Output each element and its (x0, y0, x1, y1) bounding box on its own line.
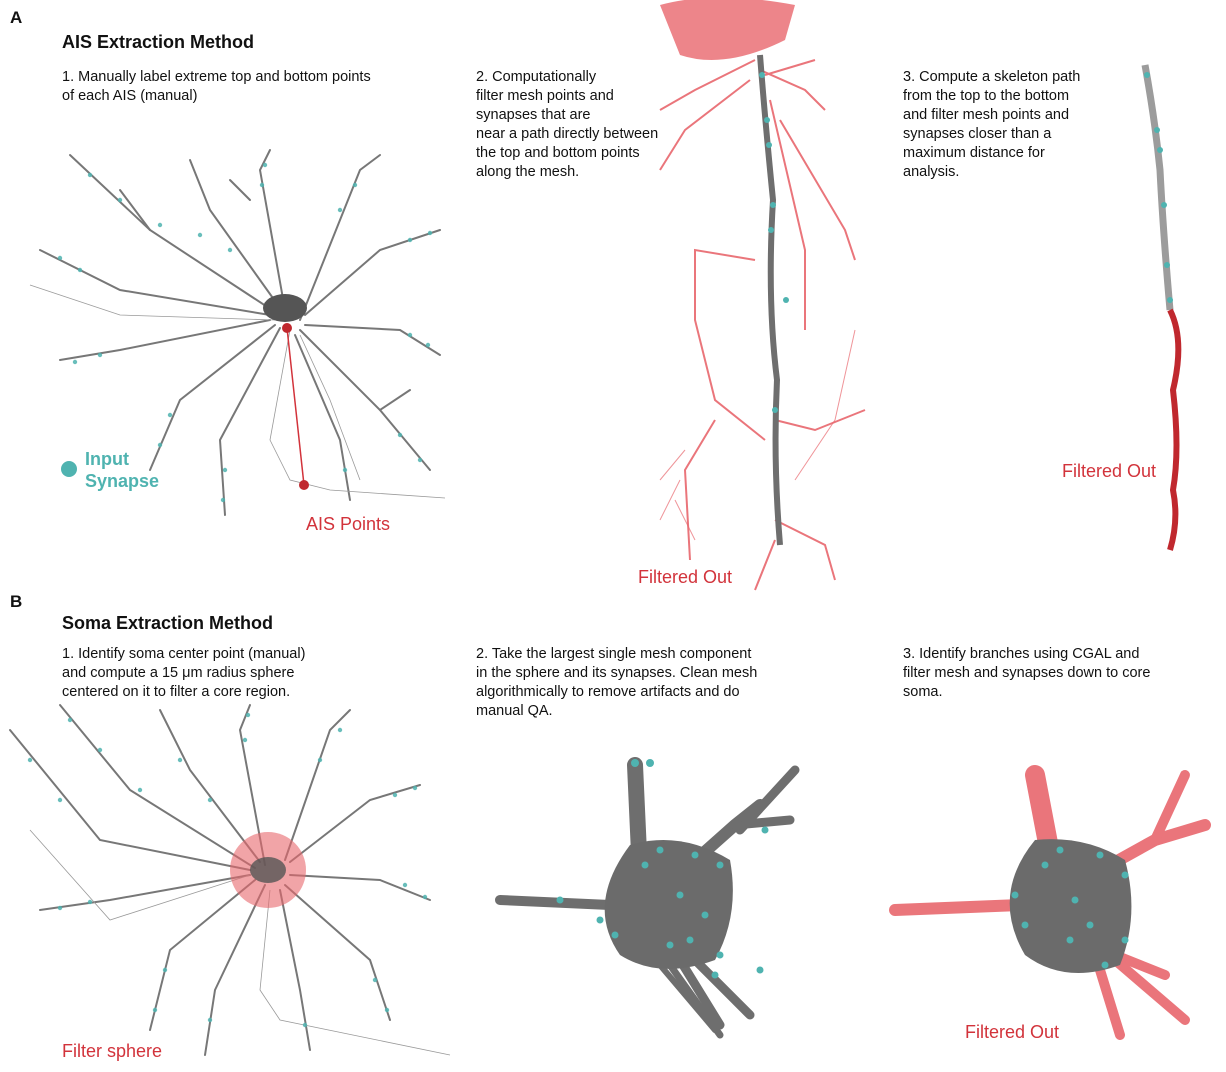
ais-method-title: AIS Extraction Method (62, 32, 254, 53)
input-synapse-legend-icon (60, 460, 78, 478)
panel-a-letter: A (10, 8, 22, 28)
filter-sphere-label: Filter sphere (62, 1041, 162, 1062)
ais-step-2-text: 2. Computationally filter mesh points an… (476, 68, 658, 182)
ais-points-label: AIS Points (306, 514, 390, 535)
ais-mesh-filter-image (655, 0, 870, 595)
ais-step3-filtered-out-label: Filtered Out (1062, 461, 1156, 482)
panel-b-letter: B (10, 592, 22, 612)
soma-step-3-text: 3. Identify branches using CGAL and filt… (903, 645, 1150, 702)
soma-clean-mesh-image (490, 755, 830, 1040)
ais-step-3-text: 3. Compute a skeleton path from the top … (903, 68, 1080, 182)
soma-method-title: Soma Extraction Method (62, 613, 273, 634)
ais-step2-filtered-out-label: Filtered Out (638, 567, 732, 588)
soma-step-2-text: 2. Take the largest single mesh componen… (476, 645, 757, 721)
ais-step-1-text: 1. Manually label extreme top and bottom… (62, 68, 371, 106)
input-synapse-legend-label: Input Synapse (85, 448, 159, 492)
soma-neuron-sphere-image (0, 690, 460, 1065)
soma-branch-filter-image (885, 765, 1225, 1045)
soma-filtered-out-label: Filtered Out (965, 1022, 1059, 1043)
ais-neuron-image (0, 140, 470, 540)
